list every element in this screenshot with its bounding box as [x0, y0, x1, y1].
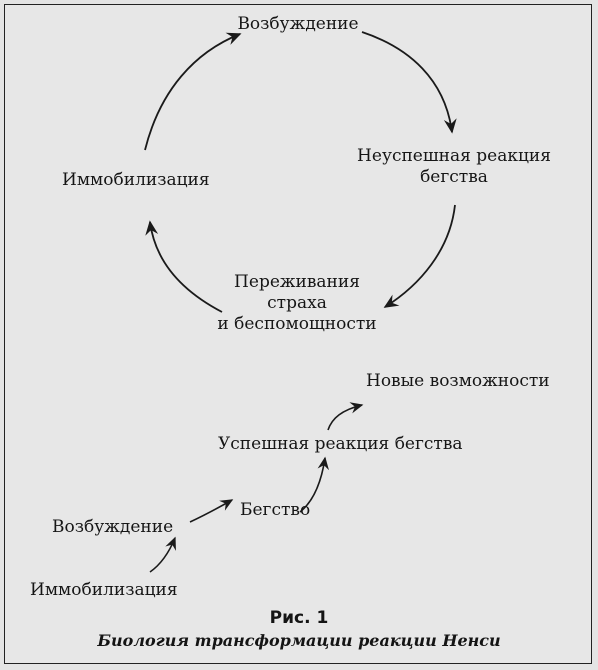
node-fear-line3: и беспомощности: [217, 314, 377, 334]
node-fear-line1: Переживания: [234, 272, 360, 292]
node-failed-escape-line2: бегства: [420, 167, 488, 187]
node-failed-escape-line1: Неуспешная реакция: [357, 146, 551, 166]
figure-frame: [4, 4, 592, 664]
node-immobilization: Иммобилизация: [62, 170, 210, 190]
node-failed-escape: Неуспешная реакция бегства: [357, 146, 551, 188]
figure-caption: Биология трансформации реакции Ненси: [97, 631, 501, 650]
node-escape: Бегство: [240, 500, 311, 520]
figure-number: Рис. 1: [269, 608, 329, 628]
node-fear-helplessness: Переживания страха и беспомощности: [217, 272, 376, 335]
node-arousal-lower: Возбуждение: [52, 517, 174, 537]
node-arousal: Возбуждение: [237, 14, 359, 34]
node-successful-escape: Успешная реакция бегства: [218, 434, 463, 454]
node-new-possibilities: Новые возможности: [366, 371, 550, 391]
node-immobilization-lower: Иммобилизация: [30, 580, 178, 600]
node-fear-line2: страха: [267, 293, 327, 313]
